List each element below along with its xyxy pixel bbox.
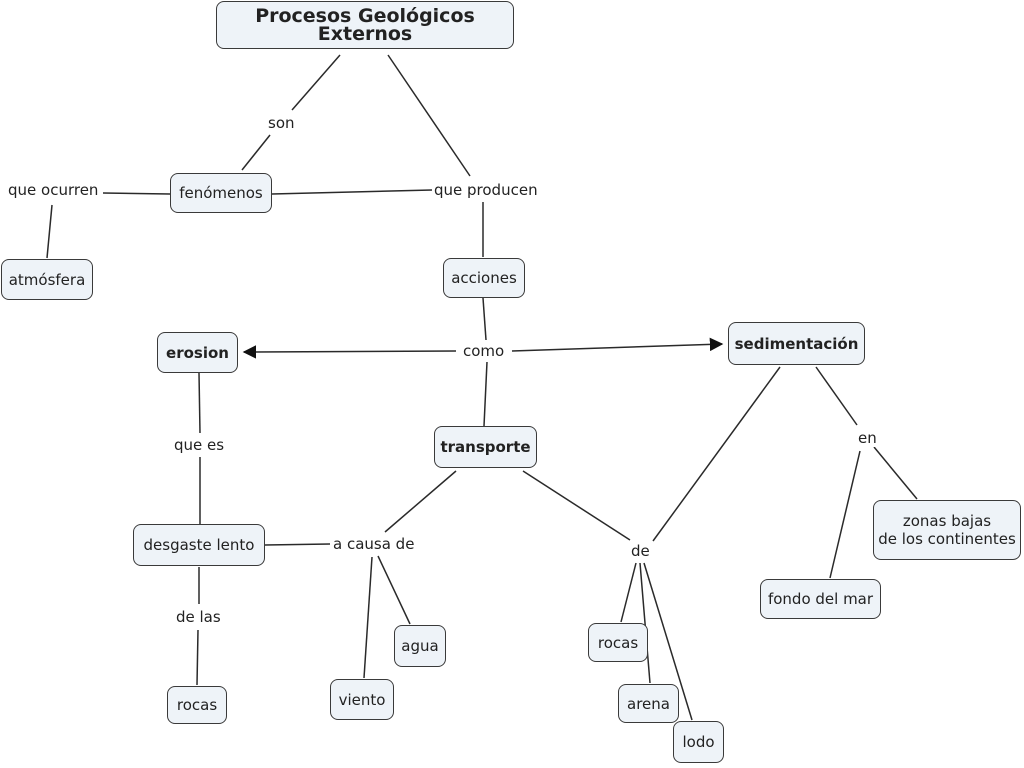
edge-son-fenomenos [241, 134, 271, 171]
edge-de-lodo [643, 562, 693, 721]
node-fenomenos[interactable]: fenómenos [170, 173, 272, 213]
link-label-de-las: de las [174, 608, 223, 626]
edge-acciones-como [482, 297, 487, 341]
link-label-que-es: que es [172, 436, 227, 454]
node-lodo[interactable]: lodo [673, 721, 724, 763]
edge-que-ocurren-atmosfera [46, 204, 53, 259]
edge-de-las-rocas [196, 629, 199, 686]
link-label-a-causa-de: a causa de [331, 535, 417, 553]
node-viento[interactable]: viento [330, 679, 394, 720]
node-rocas-right[interactable]: rocas [588, 623, 648, 662]
edge-como-sedimentacion-arrow [511, 337, 724, 352]
node-erosion[interactable]: erosion [157, 332, 238, 373]
node-sedimentacion[interactable]: sedimentación [728, 322, 865, 365]
link-label-que-producen: que producen [432, 181, 540, 199]
link-label-que-ocurren: que ocurren [6, 181, 101, 199]
title-node[interactable]: Procesos Geológicos Externos [216, 1, 514, 49]
link-label-en: en [856, 429, 879, 447]
link-label-de: de [629, 542, 652, 560]
edge-sedimentacion-en [815, 366, 858, 426]
edge-como-transporte [483, 361, 488, 427]
edge-sedimentacion-de [652, 366, 781, 542]
edge-transporte-a-causa-de [384, 470, 457, 533]
edge-en-zonas [873, 446, 918, 500]
edge-transporte-de [522, 470, 631, 541]
node-zonas-bajas[interactable]: zonas bajas de los continentes [873, 500, 1021, 560]
node-agua[interactable]: agua [394, 625, 446, 667]
edge-a-causa-de-viento [363, 556, 373, 679]
edge-de-rocas [620, 562, 637, 623]
edge-fenomenos-que-ocurren [102, 192, 171, 195]
edge-fenomenos-que-producen [271, 189, 433, 195]
node-atmosfera[interactable]: atmósfera [1, 259, 93, 300]
node-desgaste-lento[interactable]: desgaste lento [133, 524, 265, 566]
node-transporte[interactable]: transporte [434, 426, 537, 468]
link-label-como: como [461, 342, 507, 360]
edge-como-erosion-arrow [242, 345, 457, 359]
edge-desgaste-a-causa-de [264, 543, 331, 546]
link-label-son: son [266, 114, 297, 132]
node-rocas-left[interactable]: rocas [167, 686, 227, 724]
edge-title-que-producen [387, 54, 471, 177]
edge-de-arena [639, 562, 651, 684]
edge-erosion-que-es [198, 372, 201, 434]
node-fondo-del-mar[interactable]: fondo del mar [760, 579, 881, 619]
node-acciones[interactable]: acciones [443, 258, 525, 298]
edge-a-causa-de-agua [377, 555, 411, 625]
edge-title-son [291, 54, 341, 111]
edge-en-fondo [829, 450, 861, 579]
node-arena[interactable]: arena [618, 684, 679, 723]
